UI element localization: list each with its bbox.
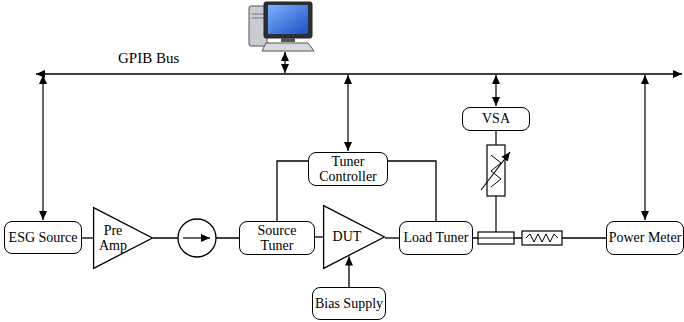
amplifier-triangle: Pre Amp bbox=[93, 207, 153, 269]
signal-connector bbox=[348, 257, 349, 287]
signal-connector bbox=[385, 237, 399, 238]
gpib-link bbox=[42, 75, 43, 220]
attenuator-symbol bbox=[522, 231, 562, 245]
variable-attenuator-symbol bbox=[481, 131, 510, 232]
node-label: Pre Amp bbox=[97, 223, 129, 253]
node-label: VSA bbox=[482, 111, 510, 126]
amplifier-triangle: DUT bbox=[323, 205, 385, 269]
node-label: Power Meter bbox=[609, 230, 682, 245]
instrument-box: Bias Supply bbox=[312, 287, 386, 320]
gpib-link bbox=[644, 75, 645, 220]
bus-label: GPIB Bus bbox=[116, 50, 181, 67]
computer-icon bbox=[249, 2, 314, 51]
coupler-symbol bbox=[478, 232, 514, 244]
circulator-symbol bbox=[178, 219, 216, 257]
instrument-box: Source Tuner bbox=[239, 221, 315, 255]
node-label: Source Tuner bbox=[240, 223, 314, 253]
signal-connector bbox=[315, 236, 323, 237]
node-label: Bias Supply bbox=[315, 296, 383, 311]
signal-connector bbox=[388, 161, 436, 221]
signal-connector bbox=[277, 161, 308, 221]
gpib-link bbox=[347, 75, 348, 151]
gpib-bus-line bbox=[36, 73, 682, 74]
instrument-box: Load Tuner bbox=[399, 221, 473, 255]
signal-connector bbox=[82, 237, 93, 238]
node-label: Tuner Controller bbox=[309, 154, 387, 184]
node-label: Load Tuner bbox=[404, 230, 469, 245]
node-label: DUT bbox=[333, 229, 362, 244]
node-label: ESG Source bbox=[9, 230, 78, 245]
gpib-link bbox=[284, 52, 285, 73]
gpib-link bbox=[495, 75, 496, 106]
instrument-box: Tuner Controller bbox=[308, 152, 388, 186]
instrument-box: Power Meter bbox=[606, 221, 684, 255]
signal-connector bbox=[153, 237, 239, 238]
instrument-box: ESG Source bbox=[4, 221, 82, 254]
instrument-box: VSA bbox=[462, 107, 530, 131]
